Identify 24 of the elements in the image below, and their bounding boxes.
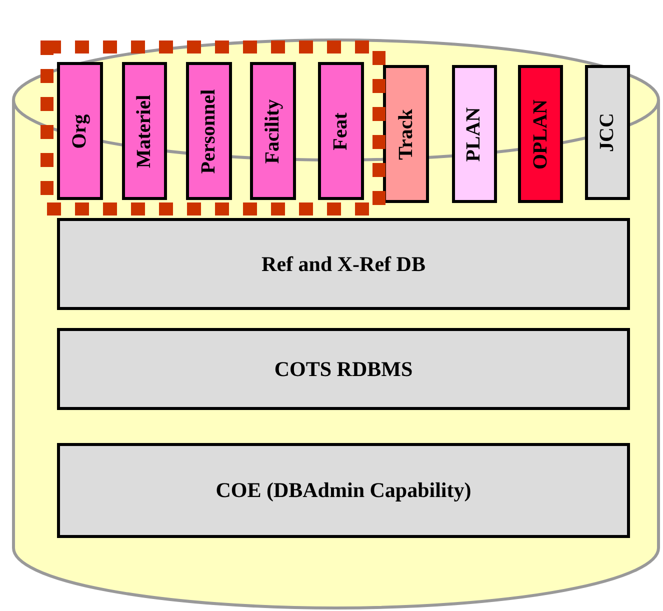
box-label: PLAN bbox=[463, 106, 486, 162]
box-label: Track bbox=[394, 108, 418, 160]
data-box bbox=[585, 65, 630, 200]
data-box bbox=[122, 62, 167, 200]
data-box bbox=[318, 62, 364, 200]
data-box bbox=[518, 65, 563, 203]
box-label: JCC bbox=[596, 113, 619, 152]
box-label: Materiel bbox=[133, 94, 156, 168]
box-label: OPLAN bbox=[529, 99, 552, 169]
data-box bbox=[186, 62, 232, 200]
data-box bbox=[57, 443, 630, 538]
data-box bbox=[383, 65, 429, 203]
data-box bbox=[250, 62, 296, 200]
box-label: Ref and X-Ref DB bbox=[262, 252, 426, 276]
box-label: Personnel bbox=[198, 88, 220, 174]
data-box bbox=[452, 65, 497, 203]
box-label: Facility bbox=[262, 98, 284, 164]
box-label: COTS RDBMS bbox=[274, 356, 413, 382]
data-box bbox=[57, 62, 103, 200]
data-box bbox=[57, 218, 630, 310]
box-label: COE (DBAdmin Capability) bbox=[216, 478, 472, 503]
data-box bbox=[57, 328, 630, 410]
box-label: Feat bbox=[330, 112, 352, 150]
box-label: Org bbox=[68, 114, 92, 148]
